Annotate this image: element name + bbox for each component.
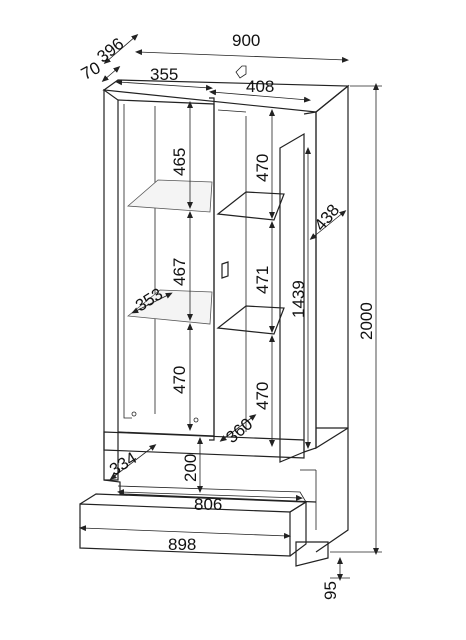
label-plinth-height: 95 bbox=[321, 581, 340, 600]
label-overall-width: 900 bbox=[232, 31, 260, 50]
label-left-shelf-2: 467 bbox=[170, 258, 189, 286]
label-drawer-depth: 334 bbox=[106, 448, 140, 479]
cabinet-body bbox=[102, 79, 350, 567]
left-glass-shelf-1 bbox=[127, 179, 213, 213]
dimension-labels: 900 396 70 355 408 465 467 470 353 470 4… bbox=[78, 31, 376, 600]
label-right-shelf-3: 470 bbox=[253, 382, 272, 410]
label-drawer-front-width: 898 bbox=[168, 535, 196, 554]
right-shelf-1 bbox=[216, 191, 285, 221]
left-shelf-pin bbox=[131, 411, 137, 417]
label-door-height: 1439 bbox=[289, 280, 308, 318]
label-back-offset: 70 bbox=[78, 58, 104, 84]
top-fitting bbox=[235, 65, 247, 79]
label-left-section-width: 355 bbox=[150, 65, 178, 84]
door-handle bbox=[221, 261, 229, 279]
right-shelves bbox=[216, 109, 285, 432]
right-shelf-2 bbox=[216, 305, 285, 335]
label-right-shelf-1: 470 bbox=[253, 154, 272, 182]
right-door bbox=[221, 132, 305, 463]
label-drawer-inner-width: 806 bbox=[194, 495, 222, 514]
label-right-section-width: 408 bbox=[246, 77, 274, 96]
label-drawer-height: 200 bbox=[181, 454, 200, 482]
label-left-shelf-1: 465 bbox=[170, 148, 189, 176]
label-right-shelf-2: 471 bbox=[253, 266, 272, 294]
label-right-shelf-depth: 360 bbox=[222, 414, 256, 447]
dimension-lines bbox=[79, 34, 382, 581]
label-left-shelf-3: 470 bbox=[170, 366, 189, 394]
left-shelf-pin-2 bbox=[193, 417, 199, 423]
label-overall-height: 2000 bbox=[357, 302, 376, 340]
label-overall-depth: 396 bbox=[93, 34, 127, 66]
